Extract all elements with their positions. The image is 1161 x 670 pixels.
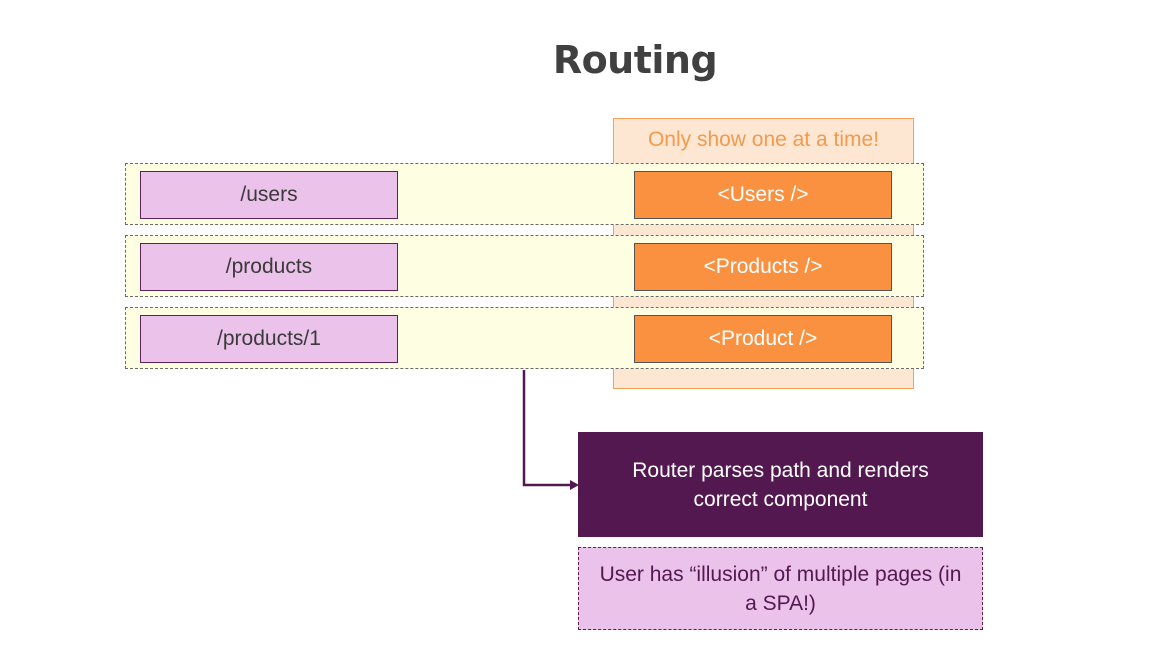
route-path-product-detail: /products/1	[140, 315, 398, 363]
route-component-products: <Products />	[634, 243, 892, 291]
connector-line	[522, 370, 572, 487]
single-render-label: Only show one at a time!	[647, 128, 880, 151]
route-component-users: <Users />	[634, 171, 892, 219]
arrowhead-icon	[570, 480, 579, 490]
route-path-products: /products	[140, 243, 398, 291]
spa-illusion-note: User has “illusion” of multiple pages (i…	[578, 547, 983, 630]
route-path-users: /users	[140, 171, 398, 219]
router-explanation-box: Router parses path and renders correct c…	[578, 432, 983, 537]
route-component-product-detail: <Product />	[634, 315, 892, 363]
page-title: Routing	[552, 38, 718, 82]
